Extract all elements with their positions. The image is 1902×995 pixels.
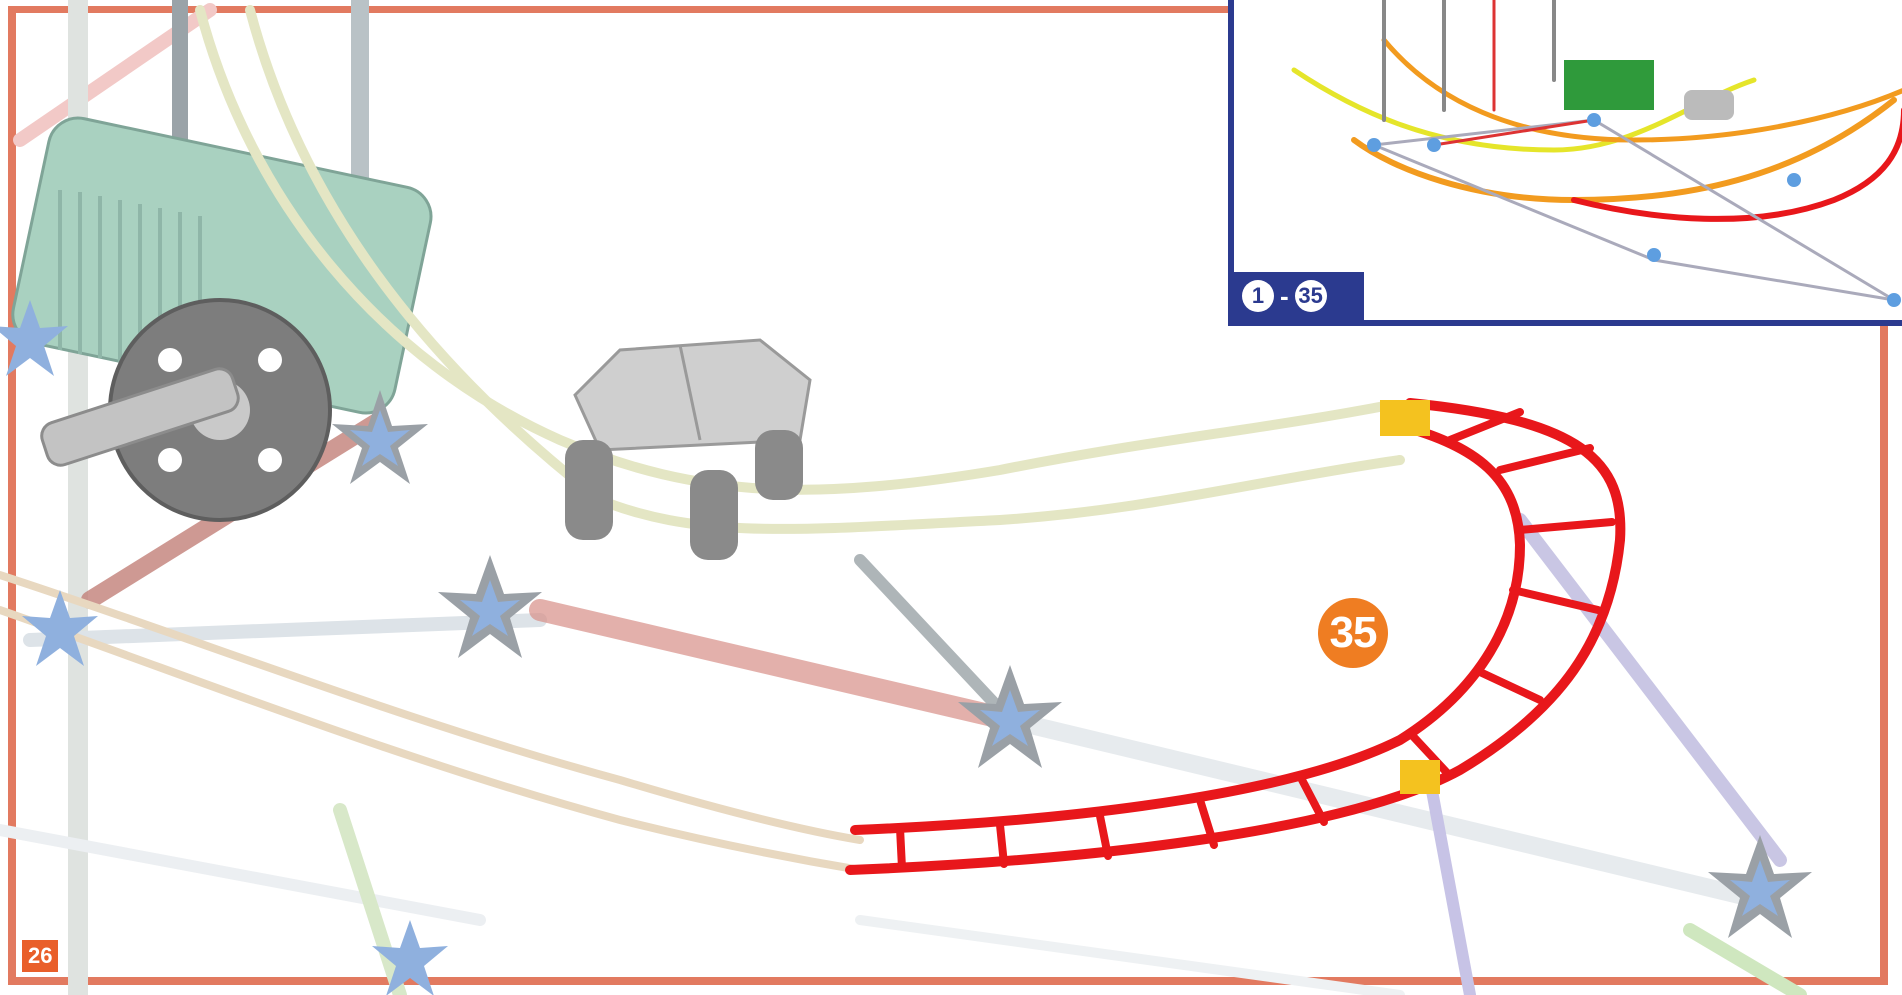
range-end: 35 bbox=[1295, 280, 1327, 312]
step-number-badge: 35 bbox=[1318, 598, 1388, 668]
overview-inset: 1 - 35 bbox=[1228, 0, 1902, 326]
step-range-label: 1 - 35 bbox=[1234, 272, 1364, 320]
page-number: 26 bbox=[22, 940, 58, 972]
range-start: 1 bbox=[1242, 280, 1274, 312]
range-separator: - bbox=[1280, 281, 1289, 312]
